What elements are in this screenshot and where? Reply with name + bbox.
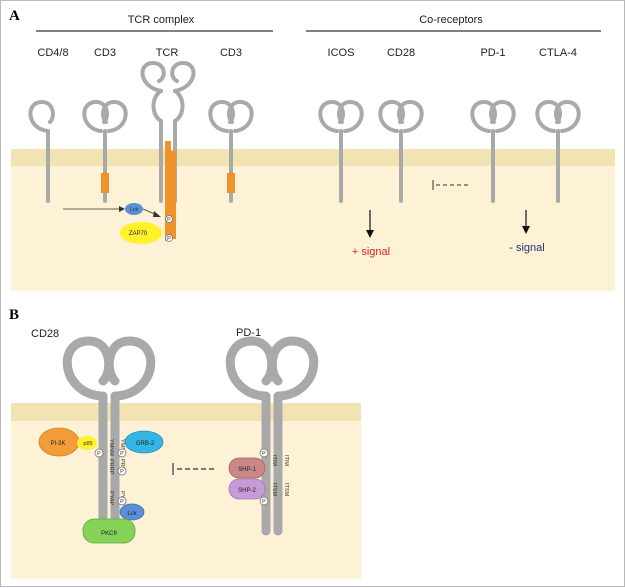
shp2-label: SHP-2	[238, 488, 256, 494]
itam-tcr-inner	[165, 141, 171, 241]
shp1	[228, 457, 266, 479]
phospho-b4	[117, 496, 127, 506]
arrowhead-cd48-lck	[119, 206, 125, 212]
co-receptors-label: Co-receptors	[419, 14, 483, 26]
phospho-b1	[94, 448, 104, 458]
grb2	[124, 430, 164, 454]
label-cd28: CD28	[387, 47, 415, 59]
panel-b: B CD28 PD-1 YMNM PRRP PYAP YMNM PRRP PYA…	[9, 307, 361, 579]
p85	[77, 436, 97, 450]
receptor-cd48	[28, 100, 55, 203]
p85-label: p85	[83, 441, 92, 447]
grb2-label: GRB-2	[136, 441, 155, 447]
phospho-b6	[259, 496, 269, 506]
phospho-a1	[165, 215, 173, 223]
lck-a-label: Lck	[130, 207, 139, 213]
label-ctla4: CTLA-4	[539, 47, 577, 59]
tcr-complex-label: TCR complex	[128, 14, 195, 26]
pkc-theta	[82, 518, 136, 544]
pi3k-label: PI-3K	[50, 441, 65, 447]
itam-cd3-left	[101, 173, 109, 193]
plus-signal-label: + signal	[352, 246, 390, 258]
label-cd3-left: CD3	[94, 47, 116, 59]
receptor-icos	[318, 100, 364, 203]
label-pd1: PD-1	[480, 47, 505, 59]
phospho-b3-label: P	[120, 469, 124, 475]
cd28-b-label: CD28	[31, 328, 59, 340]
panel-a: A TCR complex Co-receptors CD4/8 CD3 TCR…	[9, 8, 615, 291]
phospho-a2-label: P	[167, 236, 171, 242]
phospho-a1-label: P	[167, 217, 171, 223]
plus-signal-arrowhead	[366, 230, 374, 238]
motif-itim-2: ITIM	[283, 455, 289, 466]
phospho-b5	[259, 448, 269, 458]
receptor-pd1	[470, 100, 516, 203]
phospho-a2	[165, 234, 173, 242]
receptor-pd1-b	[225, 336, 319, 536]
minus-signal-arrowhead	[522, 226, 530, 234]
receptor-ctla4	[535, 100, 581, 203]
itam-cd3-right	[227, 173, 235, 193]
shp2	[228, 478, 266, 500]
pkc-theta-label: PKCθ	[101, 531, 117, 537]
panel-b-letter: B	[9, 307, 19, 323]
phospho-b1-label: P	[97, 451, 101, 457]
minus-signal-label: - signal	[509, 242, 544, 254]
phospho-b4-label: P	[120, 499, 124, 505]
motif-ymnm: YMNM	[108, 439, 114, 456]
phospho-b3	[117, 466, 127, 476]
motif-itsm: ITSM	[271, 483, 277, 497]
label-icos: ICOS	[328, 47, 355, 59]
panel-a-letter: A	[9, 8, 20, 24]
receptor-cd28-b	[62, 336, 156, 536]
cytoplasm-a	[11, 166, 615, 291]
label-tcr: TCR	[156, 47, 179, 59]
shp1-label: SHP-1	[238, 467, 256, 473]
motif-prrp: PRRP	[108, 459, 114, 475]
itam-tcr-outer	[171, 151, 176, 239]
lck-b	[119, 503, 145, 521]
phospho-b2	[117, 448, 127, 458]
phospho-b6-label: P	[262, 499, 266, 505]
membrane-b	[11, 403, 361, 421]
phospho-b2-label: P	[120, 451, 124, 457]
zap70-label: ZAP70	[129, 231, 148, 237]
motif-pyap: PYAP	[108, 491, 114, 506]
phospho-b5-label: P	[262, 451, 266, 457]
zap70	[120, 222, 162, 244]
pd1-b-label: PD-1	[236, 327, 261, 339]
label-cd3-right: CD3	[220, 47, 242, 59]
lck-b-label: Lck	[127, 511, 137, 517]
label-cd48: CD4/8	[37, 47, 68, 59]
receptor-cd28	[378, 100, 424, 203]
lck-a	[125, 203, 143, 215]
motif-itsm-2: ITSM	[283, 483, 289, 497]
motif-itim: ITIM	[271, 455, 277, 466]
arrowhead-lck-tcr	[153, 211, 161, 217]
membrane-a	[11, 149, 615, 166]
motif-ymnm-2: YMNM	[119, 439, 125, 456]
